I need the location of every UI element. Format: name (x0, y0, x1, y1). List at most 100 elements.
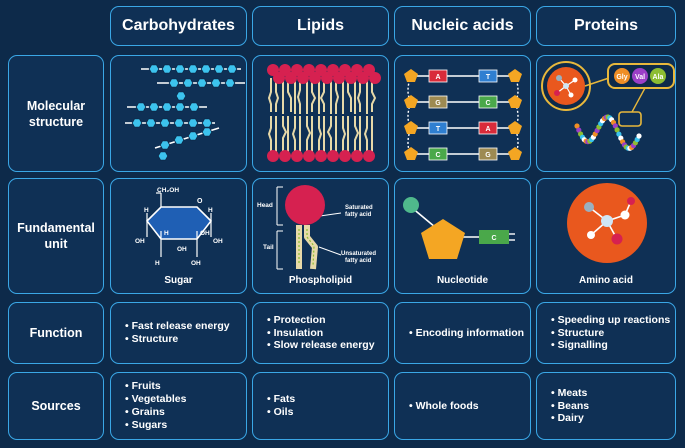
ring-oxygen-label: O (197, 198, 203, 205)
amino-acid-bead (616, 131, 622, 137)
amino-acid-bead (614, 127, 620, 133)
source-item: Sugars (125, 419, 246, 432)
sugar-caption: Sugar (164, 275, 193, 286)
lipid-function-cell: ProtectionInsulationSlow release energy (252, 302, 389, 364)
nucleic-unit-cell: C Nucleotide (394, 178, 531, 294)
column-header-nucleic-acids: Nucleic acids (394, 6, 531, 46)
sources-list: MeatsBeansDairy (537, 373, 675, 439)
source-item: Grains (125, 406, 246, 419)
dna-base-label: C (485, 100, 490, 107)
dna-base-box (428, 69, 448, 83)
dna-base-label: T (436, 126, 441, 133)
oh-label: OH (191, 260, 201, 267)
nucleotide-base-label: C (491, 235, 496, 242)
row-label-text: Function (29, 326, 83, 340)
amino-acid-illustration (567, 183, 647, 263)
row-label-function: Function (8, 302, 104, 364)
dna-base-label: T (486, 74, 491, 81)
column-header-label: Lipids (296, 17, 345, 34)
sources-list: FatsOils (253, 373, 388, 439)
column-header-label: Carbohydrates (122, 17, 235, 34)
source-item: Vegetables (125, 393, 246, 406)
lipid-unit-cell: Head Tail Saturated fatty acid Unsaturat… (252, 178, 389, 294)
dna-base-box (428, 95, 448, 109)
function-list: ProtectionInsulationSlow release energy (253, 303, 388, 363)
dna-base-box (478, 69, 498, 83)
function-item: Speeding up reactions (551, 314, 675, 327)
row-label-text: Fundamental unit (17, 221, 95, 251)
source-item: Beans (551, 400, 675, 413)
dna-base-box (428, 147, 448, 161)
function-list: Speeding up reactionsStructureSignalling (537, 303, 675, 363)
carbohydrate-function-cell: Fast release energyStructure (110, 302, 247, 364)
column-header-label: Nucleic acids (411, 17, 514, 34)
function-item: Protection (267, 314, 388, 327)
source-item: Oils (267, 406, 388, 419)
amino-gly-label: Gly (616, 74, 627, 81)
sources-list: FruitsVegetablesGrainsSugars (111, 373, 246, 439)
source-item: Meats (551, 387, 675, 400)
oh-label: OH (135, 238, 145, 245)
h-label: H (164, 230, 169, 237)
h-label: H (208, 207, 213, 214)
glucose-ring-illustration: CH₂OH O H H OH OH H OH H OH OH (135, 187, 223, 267)
oh-label: OH (213, 238, 223, 245)
oh-label: OH (200, 230, 210, 237)
carbohydrate-unit-cell: CH₂OH O H H OH OH H OH H OH OH Sugar (110, 178, 247, 294)
row-label-sources: Sources (8, 372, 104, 440)
polypeptide-chain (574, 114, 642, 151)
nucleotide-illustration: C (403, 197, 515, 259)
saturated-label-line2: fatty acid (345, 212, 372, 218)
function-list: Fast release energyStructure (111, 303, 246, 363)
protein-unit-cell: Amino acid (536, 178, 676, 294)
dna-base-box (478, 121, 498, 135)
head-label: Head (257, 202, 273, 209)
nucleic-sources-cell: Whole foods (394, 372, 531, 440)
row-label-molecular-structure: Molecular structure (8, 55, 104, 172)
nucleotide-caption: Nucleotide (436, 275, 489, 286)
amino-acid-bead (576, 127, 582, 133)
dna-base-label: C (435, 152, 440, 159)
h-label: H (144, 207, 149, 214)
function-item: Structure (125, 333, 246, 346)
unsaturated-label: Unsaturated (341, 251, 376, 257)
h-label: H (155, 260, 160, 267)
oh-label: OH (177, 246, 187, 253)
row-label-text: Molecular structure (26, 98, 86, 129)
function-item: Structure (551, 327, 675, 340)
source-item: Fruits (125, 380, 246, 393)
tail-label: Tail (263, 244, 274, 251)
function-item: Signalling (551, 339, 675, 352)
lipid-bilayer-illustration (267, 64, 381, 162)
protein-sources-cell: MeatsBeansDairy (536, 372, 676, 440)
function-item: Encoding information (409, 327, 530, 340)
function-item: Insulation (267, 327, 388, 340)
function-item: Slow release energy (267, 339, 388, 352)
polysaccharide-chains-illustration (125, 64, 245, 161)
source-item: Whole foods (409, 400, 530, 413)
row-label-fundamental-unit: Fundamental unit (8, 178, 104, 294)
phospholipid-caption: Phospholipid (288, 275, 353, 286)
protein-function-cell: Speeding up reactionsStructureSignalling (536, 302, 676, 364)
dna-base-box (478, 95, 498, 109)
column-header-lipids: Lipids (252, 6, 389, 46)
amino-acid-bead (612, 123, 618, 129)
source-item: Fats (267, 393, 388, 406)
protein-chain-illustration: Gly Val Ala (541, 61, 675, 151)
amino-acid-bead (574, 123, 580, 129)
sources-list: Whole foods (395, 373, 530, 439)
nucleic-function-cell: Encoding information (394, 302, 531, 364)
lipid-structure-cell (252, 55, 389, 172)
amino-acid-bead (636, 133, 642, 139)
amino-acid-caption: Amino acid (579, 275, 633, 286)
dna-base-label: G (435, 100, 441, 107)
protein-structure-cell: Gly Val Ala (536, 55, 676, 172)
column-header-proteins: Proteins (536, 6, 676, 46)
dna-base-label: A (485, 126, 490, 133)
function-list: Encoding information (395, 303, 530, 363)
column-header-label: Proteins (573, 17, 638, 34)
lipid-sources-cell: FatsOils (252, 372, 389, 440)
amino-ala-label: Ala (653, 74, 664, 81)
